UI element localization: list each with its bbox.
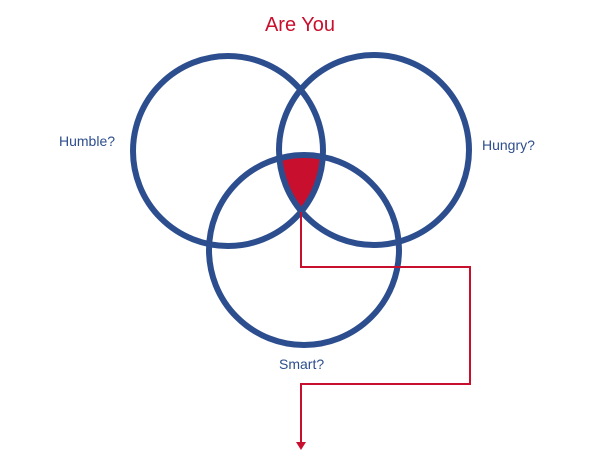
label-smart: Smart? — [279, 356, 325, 372]
circle-smart — [206, 152, 402, 348]
label-humble: Humble? — [59, 133, 116, 149]
circle-hungry — [276, 52, 472, 248]
circle-humble — [130, 53, 326, 249]
label-hungry: Hungry? — [482, 137, 535, 153]
connector-line — [300, 212, 471, 442]
arrow-down-icon — [296, 442, 306, 450]
diagram-title: Are You — [264, 14, 336, 36]
